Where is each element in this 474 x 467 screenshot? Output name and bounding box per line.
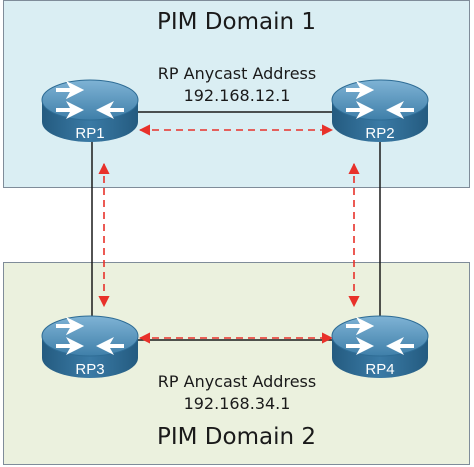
pim-domain-2-title: PIM Domain 2 bbox=[156, 424, 316, 450]
router-rp3[interactable]: RP3 bbox=[41, 315, 139, 379]
msdp-peerings bbox=[98, 124, 360, 344]
anycast-ip-1: 192.168.12.1 bbox=[183, 86, 291, 105]
router-rp4[interactable]: RP4 bbox=[331, 315, 429, 379]
anycast-address-1: RP Anycast Address 192.168.12.1 bbox=[120, 63, 354, 107]
pim-domain-1-title: PIM Domain 1 bbox=[156, 9, 316, 35]
router-rp1[interactable]: RP1 bbox=[41, 79, 139, 143]
router-rp2[interactable]: RP2 bbox=[331, 79, 429, 143]
anycast-label-2: RP Anycast Address bbox=[157, 372, 317, 391]
anycast-ip-2: 192.168.34.1 bbox=[183, 394, 291, 413]
router-rp1-label: RP1 bbox=[75, 125, 104, 142]
anycast-address-2: RP Anycast Address 192.168.34.1 bbox=[120, 371, 354, 415]
physical-links bbox=[91, 111, 381, 341]
router-rp4-label: RP4 bbox=[365, 361, 394, 378]
anycast-label-1: RP Anycast Address bbox=[157, 64, 317, 83]
router-rp2-label: RP2 bbox=[365, 125, 394, 142]
router-rp3-label: RP3 bbox=[75, 361, 104, 378]
